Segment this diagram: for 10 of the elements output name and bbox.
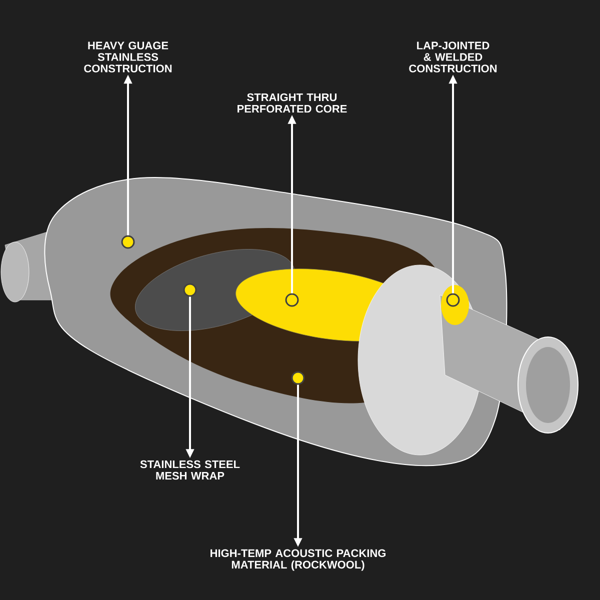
callout-dot <box>183 283 197 297</box>
callout-label: HEAVY GUAGE STAINLESS CONSTRUCTION <box>84 42 172 72</box>
callout-label: STRAIGHT THRU PERFORATED CORE <box>238 93 347 113</box>
callout-dot <box>291 371 305 385</box>
callout-dot <box>121 235 135 249</box>
callout-label: HIGH-TEMP ACOUSTIC PACKING MATERIAL (ROCKWOOL) <box>210 549 386 571</box>
callout-label: LAP-JOINTED & WELDED CONSTRUCTION <box>409 42 497 72</box>
callout-label: STAINLESS STEEL MESH WRAP <box>140 460 240 480</box>
callout-dot <box>446 293 460 307</box>
callout-dot <box>285 293 299 307</box>
